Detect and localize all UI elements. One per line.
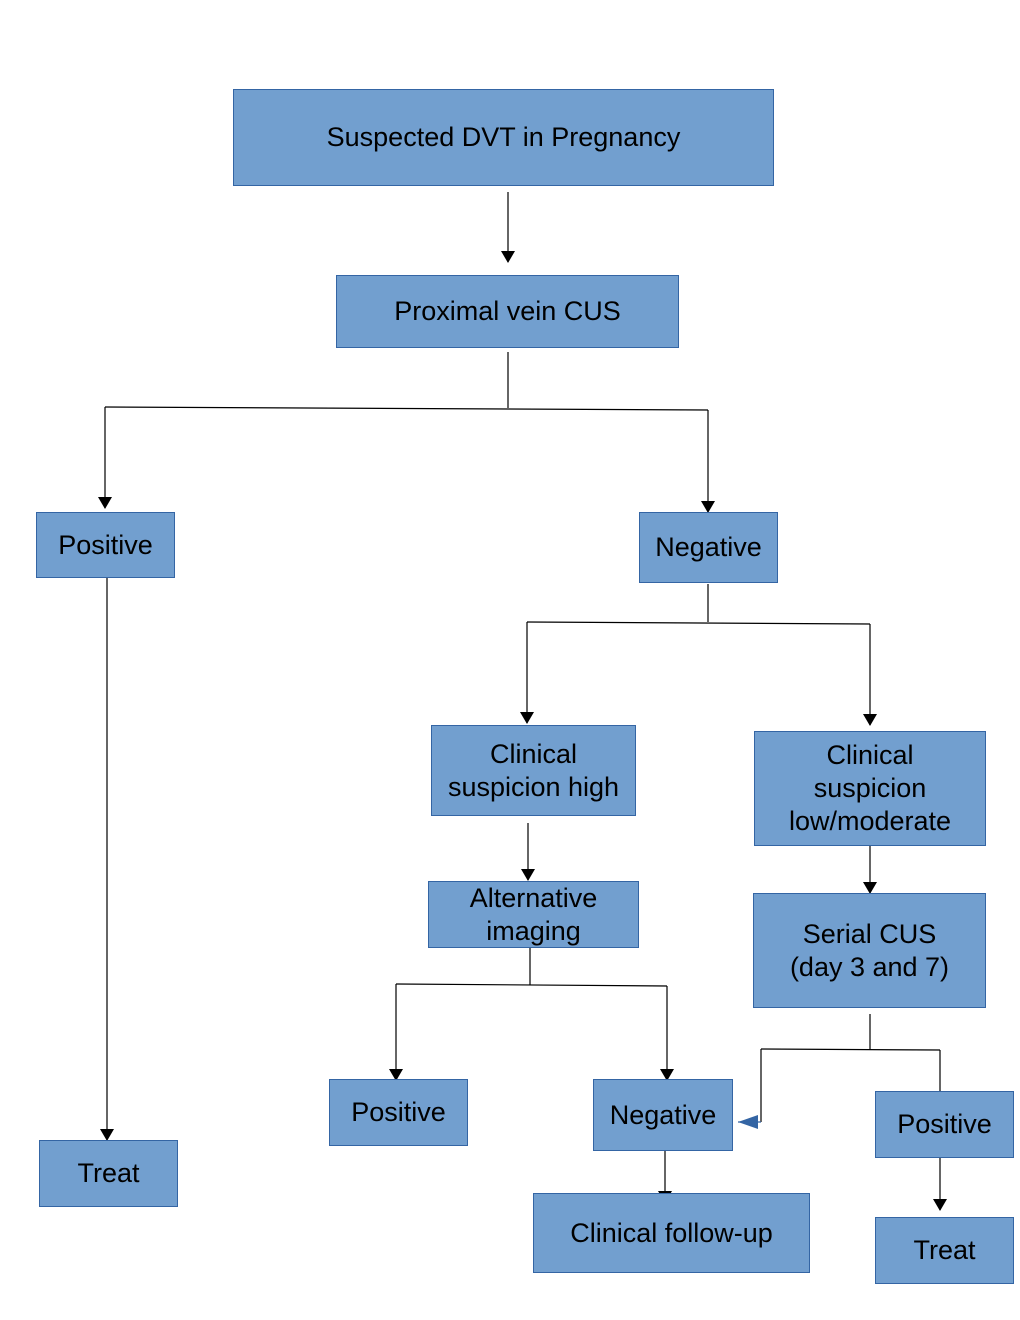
node-clinical-follow-up: Clinical follow-up: [533, 1193, 810, 1273]
node-clinical-follow-up-label: Clinical follow-up: [570, 1217, 773, 1248]
node-negative-main: Negative: [639, 512, 778, 583]
node-suspected-dvt-label: Suspected DVT in Pregnancy: [326, 122, 681, 152]
node-proximal-vein-cus-label: Proximal vein CUS: [394, 296, 621, 326]
node-treat-right: Treat: [875, 1217, 1014, 1284]
node-treat-left-label: Treat: [77, 1158, 140, 1188]
connector-negative-branch: [526, 621, 871, 625]
node-proximal-vein-cus: Proximal vein CUS: [336, 275, 679, 348]
node-alt-positive-label: Positive: [351, 1097, 446, 1127]
node-clinical-suspicion-high: Clinical suspicion high: [431, 725, 636, 816]
connector-alt-branch: [395, 983, 668, 987]
node-alt-negative: Negative: [593, 1079, 733, 1151]
node-clinical-suspicion-high-label: Clinical suspicion high: [447, 738, 620, 802]
node-negative-main-label: Negative: [655, 532, 762, 562]
node-treat-left: Treat: [39, 1140, 178, 1207]
node-alternative-imaging-label: Alternative imaging: [469, 882, 598, 946]
node-suspected-dvt: Suspected DVT in Pregnancy: [233, 89, 774, 186]
node-serial-positive: Positive: [875, 1091, 1014, 1158]
node-alternative-imaging: Alternative imaging: [428, 881, 639, 948]
node-clinical-suspicion-low: Clinical suspicion low/moderate: [754, 731, 986, 846]
node-treat-right-label: Treat: [913, 1235, 976, 1265]
connector-cus-branch: [104, 406, 709, 411]
node-serial-positive-label: Positive: [897, 1109, 992, 1139]
connector-serial-branch: [760, 1048, 941, 1051]
node-alt-negative-label: Negative: [609, 1099, 717, 1130]
node-alt-positive: Positive: [329, 1079, 468, 1146]
node-clinical-suspicion-low-label: Clinical suspicion low/moderate: [788, 740, 952, 836]
node-positive-main-label: Positive: [58, 529, 153, 560]
node-serial-cus: Serial CUS (day 3 and 7): [753, 893, 986, 1008]
node-serial-cus-label: Serial CUS (day 3 and 7): [789, 918, 950, 982]
node-positive-main: Positive: [36, 512, 175, 578]
